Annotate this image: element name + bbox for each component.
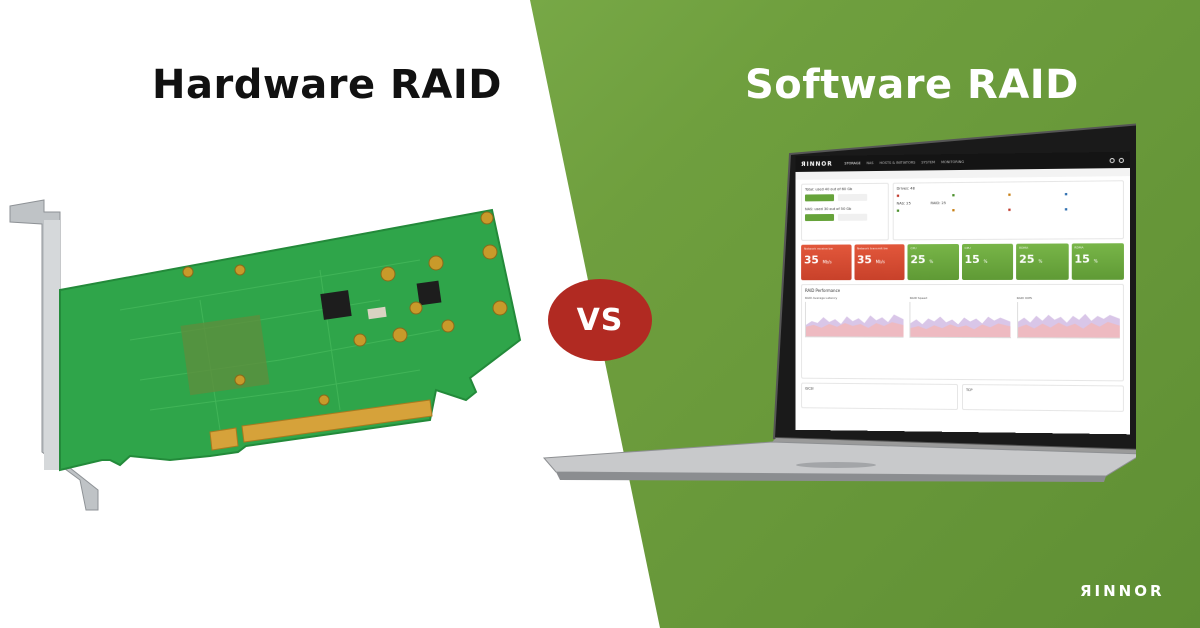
nas-capacity-text: NAS: used 30 out of 50 Gb: [804, 206, 852, 212]
chart-area: [1016, 302, 1120, 339]
chart-title: RAID Average Latency: [804, 295, 838, 300]
tile-value: 35 Mb/s: [804, 253, 848, 267]
laptop-screen: ЯINNOR STORAGE NAS HOSTS & INITIATORS SY…: [795, 151, 1131, 435]
nav-right-icons: [1109, 157, 1124, 163]
status-panel: Drives: 48 ■ ■ ■ ■ NAS: 25 RAID: 25 ■ ■: [892, 180, 1124, 241]
iscsi-panel: iSCSI: [801, 382, 959, 410]
tile-unit: %: [1093, 258, 1098, 264]
tile-network-transmit[interactable]: Network transmit bw 35 Mb/s: [854, 244, 905, 281]
raid-count: RAID: 25: [930, 201, 947, 206]
raid-controller-card-illustration: [9, 199, 522, 511]
nas-bar-free: [837, 213, 868, 221]
chart-title: RAID Speed: [909, 295, 928, 300]
tile-value: 15 %: [964, 253, 1010, 266]
chart-latency: RAID Average Latency: [804, 295, 904, 354]
xinnor-logo: ЯINNOR: [1080, 582, 1165, 600]
tile-label: Network transmit bw: [856, 246, 888, 251]
stat-red: ■: [1008, 207, 1011, 212]
stat-red: ■: [896, 193, 900, 198]
tile-unit: %: [929, 259, 934, 265]
tile-value: 25 %: [910, 253, 955, 266]
tile-unit: %: [1038, 258, 1043, 264]
stat-blue: ■: [1064, 207, 1068, 212]
tile-label: RDMA: [1074, 245, 1084, 250]
tile-label: CPU: [964, 245, 971, 250]
nas-bar: [804, 213, 835, 222]
tile-unit: %: [983, 258, 988, 264]
speed-sparkline: [910, 316, 1011, 338]
tile-label: Network receive bw: [804, 246, 833, 251]
tcp-panel: TCP: [961, 384, 1124, 412]
chart-legend: [910, 341, 1011, 355]
nav-monitoring[interactable]: MONITORING: [941, 159, 965, 165]
tile-cpu-2[interactable]: CPU 15 %: [961, 243, 1014, 280]
iops-sparkline: [1017, 313, 1120, 338]
tile-number: 15: [964, 252, 980, 266]
vs-badge: VS: [548, 279, 652, 361]
metric-tiles: Network receive bw 35 Mb/s Network trans…: [801, 243, 1124, 281]
drive-stats: ■ ■ ■ ■: [896, 191, 1120, 198]
nav-storage[interactable]: STORAGE: [844, 161, 861, 166]
chart-legend: [1017, 341, 1120, 355]
tile-cpu-1[interactable]: CPU 25 %: [907, 244, 959, 281]
capacity-bar-free: [837, 193, 868, 202]
nav-system[interactable]: SYSTEM: [921, 160, 936, 165]
settings-icon[interactable]: [1118, 157, 1124, 163]
stat-orange: ■: [952, 208, 955, 213]
performance-charts: RAID Average Latency RAID Speed: [804, 295, 1120, 356]
chart-legend: [805, 340, 904, 354]
stat-orange: ■: [1008, 192, 1011, 197]
iscsi-title: iSCSI: [804, 386, 814, 391]
tile-rdma-2[interactable]: RDMA 15 %: [1071, 243, 1124, 280]
user-icon[interactable]: [1109, 157, 1115, 163]
tile-label: CPU: [910, 246, 917, 251]
nas-count: NAS: 25: [896, 201, 911, 206]
chart-title: RAID IOPS: [1016, 296, 1033, 301]
bottom-panels: iSCSI TCP: [801, 382, 1124, 412]
tile-value: 25 %: [1019, 253, 1065, 266]
capacity-bar: [804, 194, 835, 202]
stat-blue: ■: [1064, 191, 1068, 197]
dashboard-logo: ЯINNOR: [801, 160, 833, 168]
tile-value: 35 Mb/s: [857, 253, 902, 266]
tile-unit: Mb/s: [822, 259, 832, 265]
tile-number: 25: [1019, 252, 1035, 266]
tile-number: 15: [1074, 252, 1090, 266]
latency-sparkline: [805, 314, 904, 337]
tile-unit: Mb/s: [875, 259, 885, 265]
tile-number: 35: [804, 253, 819, 267]
chart-area: [804, 301, 904, 338]
dashboard-content: Total: used 40 out of 60 Gb NAS: used 30…: [795, 176, 1130, 416]
pcb-board: [59, 208, 522, 472]
total-capacity-text: Total: used 40 out of 60 Gb: [804, 187, 853, 192]
software-raid-title: Software RAID: [745, 62, 1079, 108]
tile-network-receive[interactable]: Network receive bw 35 Mb/s: [801, 244, 852, 281]
nav-hosts[interactable]: HOSTS & INITIATORS: [879, 160, 916, 166]
chart-iops: RAID IOPS: [1016, 296, 1120, 356]
drives-count: Drives: 48: [896, 186, 915, 191]
chart-speed: RAID Speed: [909, 295, 1011, 355]
tile-value: 15 %: [1074, 252, 1121, 265]
nav-nas[interactable]: NAS: [866, 161, 874, 166]
stat-green: ■: [896, 208, 900, 213]
tile-label: RDMA: [1019, 245, 1029, 250]
raid-performance-title: RAID Performance: [804, 288, 841, 293]
hardware-raid-title: Hardware RAID: [152, 62, 502, 108]
tcp-title: TCP: [965, 388, 973, 393]
chart-area: [909, 301, 1011, 339]
tile-number: 35: [856, 253, 872, 267]
summary-row: Total: used 40 out of 60 Gb NAS: used 30…: [801, 180, 1124, 241]
tile-rdma-1[interactable]: RDMA 25 %: [1016, 243, 1069, 280]
tile-number: 25: [910, 253, 926, 267]
capacity-panel: Total: used 40 out of 60 Gb NAS: used 30…: [801, 182, 889, 241]
raid-performance-panel: RAID Performance RAID Average Latency: [801, 283, 1124, 382]
raid-stats: ■ ■ ■ ■: [896, 207, 1120, 213]
stat-green: ■: [952, 193, 955, 198]
